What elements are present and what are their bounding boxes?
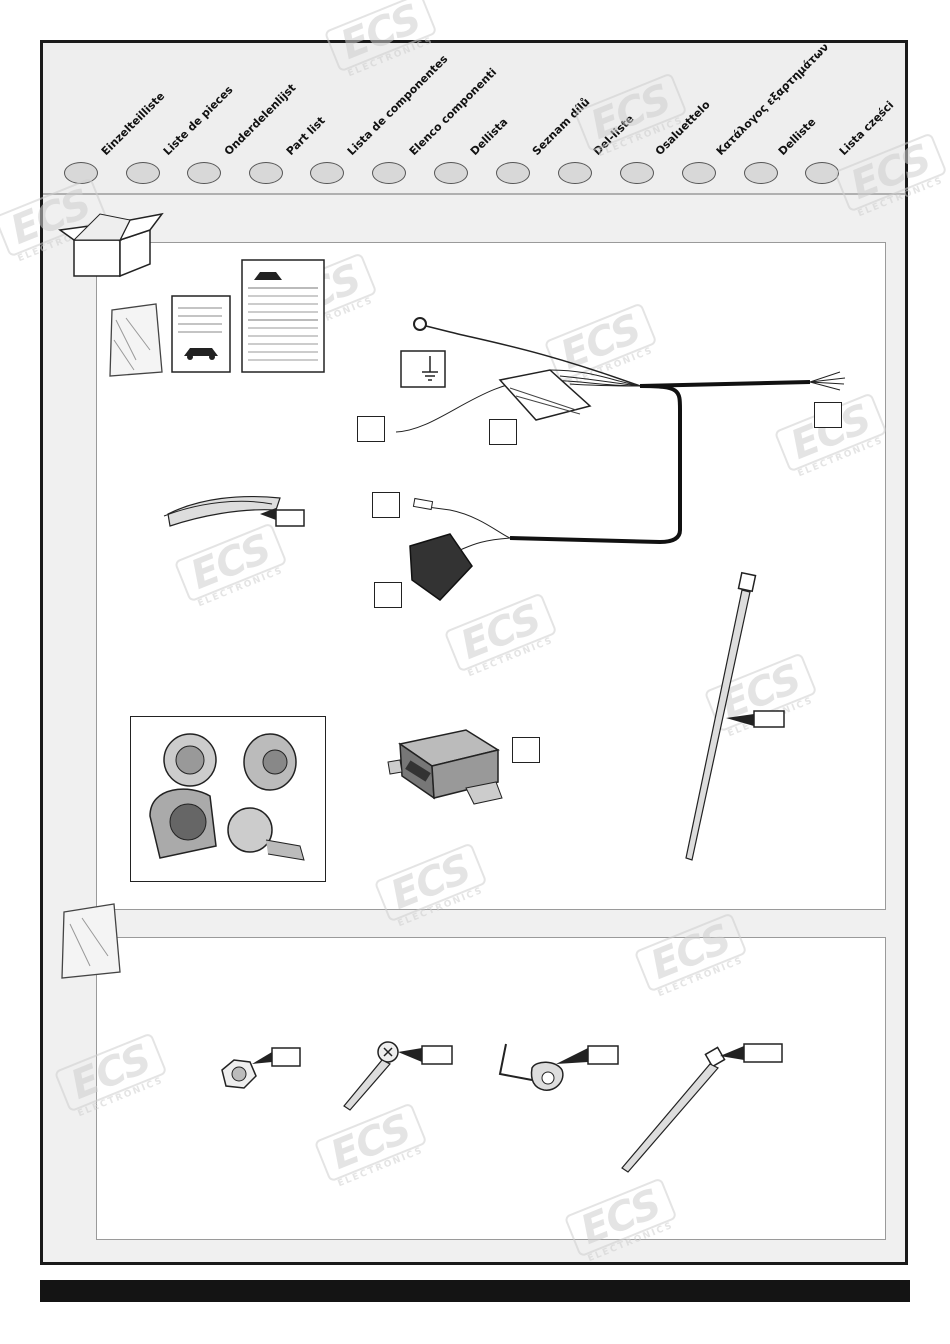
box-icon (58, 212, 164, 278)
lang-oval-es[interactable] (310, 162, 344, 184)
adhesive-pad-icon (163, 495, 305, 527)
footer-bar (40, 1280, 910, 1302)
screw-icon (343, 1041, 453, 1111)
lang-oval-it[interactable] (372, 162, 406, 184)
part-number-box (489, 419, 517, 445)
lang-oval-da[interactable] (744, 162, 778, 184)
lang-oval-pl[interactable] (805, 162, 839, 184)
header-divider (43, 193, 905, 195)
part-number-box (374, 582, 402, 608)
lang-oval-en[interactable] (249, 162, 283, 184)
part-number-box (372, 492, 400, 518)
lang-oval-de[interactable] (64, 162, 98, 184)
clip-icon (498, 1043, 619, 1091)
instruction-sheet-icon (241, 259, 325, 373)
lang-oval-fi[interactable] (620, 162, 654, 184)
cable-tie-long-icon (685, 571, 785, 861)
bag-icon (109, 303, 163, 377)
part-number-box (814, 402, 842, 428)
control-module-icon (387, 729, 503, 805)
small-parts-panel (96, 937, 886, 1240)
lang-oval-el[interactable] (682, 162, 716, 184)
lang-oval-nl[interactable] (187, 162, 221, 184)
lang-oval-cs[interactable] (496, 162, 530, 184)
cable-tie-short-icon (621, 1043, 783, 1173)
small-parts-bag-icon (61, 903, 121, 979)
lang-oval-fr[interactable] (126, 162, 160, 184)
trailer-socket-icon (149, 733, 305, 861)
wiring-harness-diagram (395, 317, 846, 601)
nut-icon (221, 1047, 301, 1089)
lang-oval-no[interactable] (558, 162, 592, 184)
lang-oval-sv[interactable] (434, 162, 468, 184)
part-number-box (512, 737, 540, 763)
manual-icon (171, 295, 231, 373)
ground-symbol-icon (400, 350, 446, 388)
part-number-box (357, 416, 385, 442)
